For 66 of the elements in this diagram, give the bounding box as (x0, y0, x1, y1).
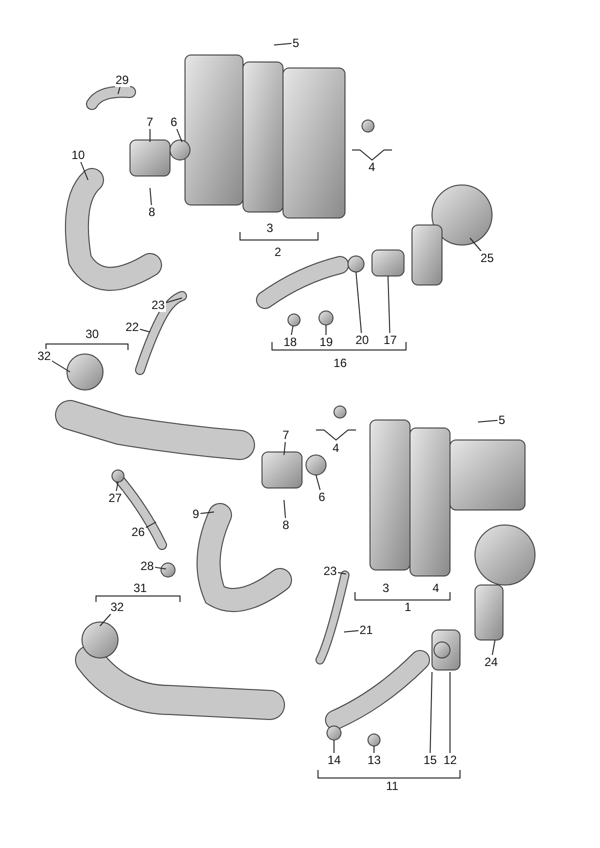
leader-line (150, 188, 152, 206)
callout-number: 7 (146, 115, 154, 129)
callout-number: 4 (432, 581, 440, 595)
callout-number: 19 (318, 335, 334, 349)
leader-line (274, 42, 292, 46)
callout-number: 32 (110, 600, 125, 614)
callout-number: 4 (332, 441, 340, 455)
leader-line (284, 500, 286, 518)
callout-number: 29 (114, 73, 130, 87)
callout-number: 26 (130, 525, 146, 539)
leader-line (154, 566, 166, 570)
callout-number: 9 (192, 507, 200, 521)
callout-number: 15 (422, 753, 438, 767)
leader-line (100, 614, 112, 626)
callout-number: 23 (150, 298, 166, 312)
leader-line (344, 630, 359, 632)
callout-number: 6 (170, 115, 178, 129)
leader-line (116, 482, 118, 492)
callout-number: 31 (134, 581, 147, 595)
callout-number: 10 (70, 148, 86, 162)
leader-line (145, 522, 156, 528)
callout-number: 28 (140, 559, 155, 573)
leader-line (284, 442, 286, 456)
leader-line (165, 298, 182, 304)
callout-number: 27 (108, 491, 123, 505)
callout-number: 16 (334, 356, 347, 370)
callout-number: 14 (326, 753, 342, 767)
callout-number: 12 (442, 753, 458, 767)
leader-line (470, 238, 482, 252)
leader-line (139, 328, 150, 332)
callout-number: 1 (404, 600, 412, 614)
callout-number: 5 (498, 413, 506, 427)
callout-number: 30 (86, 327, 99, 341)
leader-line (51, 360, 70, 372)
callout-number: 11 (386, 779, 398, 793)
callout-number: 18 (282, 335, 298, 349)
leader-line (356, 272, 362, 334)
callout-number: 24 (484, 655, 499, 669)
leader-line (316, 474, 321, 490)
callout-number: 3 (382, 581, 390, 595)
leader-line (337, 572, 346, 574)
leader-line (290, 326, 294, 336)
leader-line (200, 512, 214, 514)
leader-line (492, 640, 496, 656)
callout-number: 20 (354, 333, 370, 347)
leader-line (478, 420, 498, 422)
callout-number: 32 (36, 349, 52, 363)
callout-number: 7 (282, 428, 290, 442)
callout-number: 8 (282, 518, 290, 532)
callout-number: 21 (358, 623, 374, 637)
callout-number: 22 (124, 320, 140, 334)
callout-number: 13 (366, 753, 382, 767)
callout-number: 17 (382, 333, 398, 347)
callout-number: 6 (318, 490, 326, 504)
leader-line (80, 162, 88, 180)
leader-line (388, 276, 390, 334)
callout-number: 23 (322, 564, 338, 578)
leader-line (176, 128, 182, 142)
leader-line (430, 672, 432, 754)
callout-number: 2 (274, 245, 282, 259)
callout-number: 8 (148, 205, 156, 219)
callout-number: 5 (292, 36, 300, 50)
callout-number: 3 (266, 221, 274, 235)
callout-number: 4 (368, 160, 376, 174)
callout-number: 25 (480, 251, 495, 265)
leader-line (118, 86, 120, 94)
